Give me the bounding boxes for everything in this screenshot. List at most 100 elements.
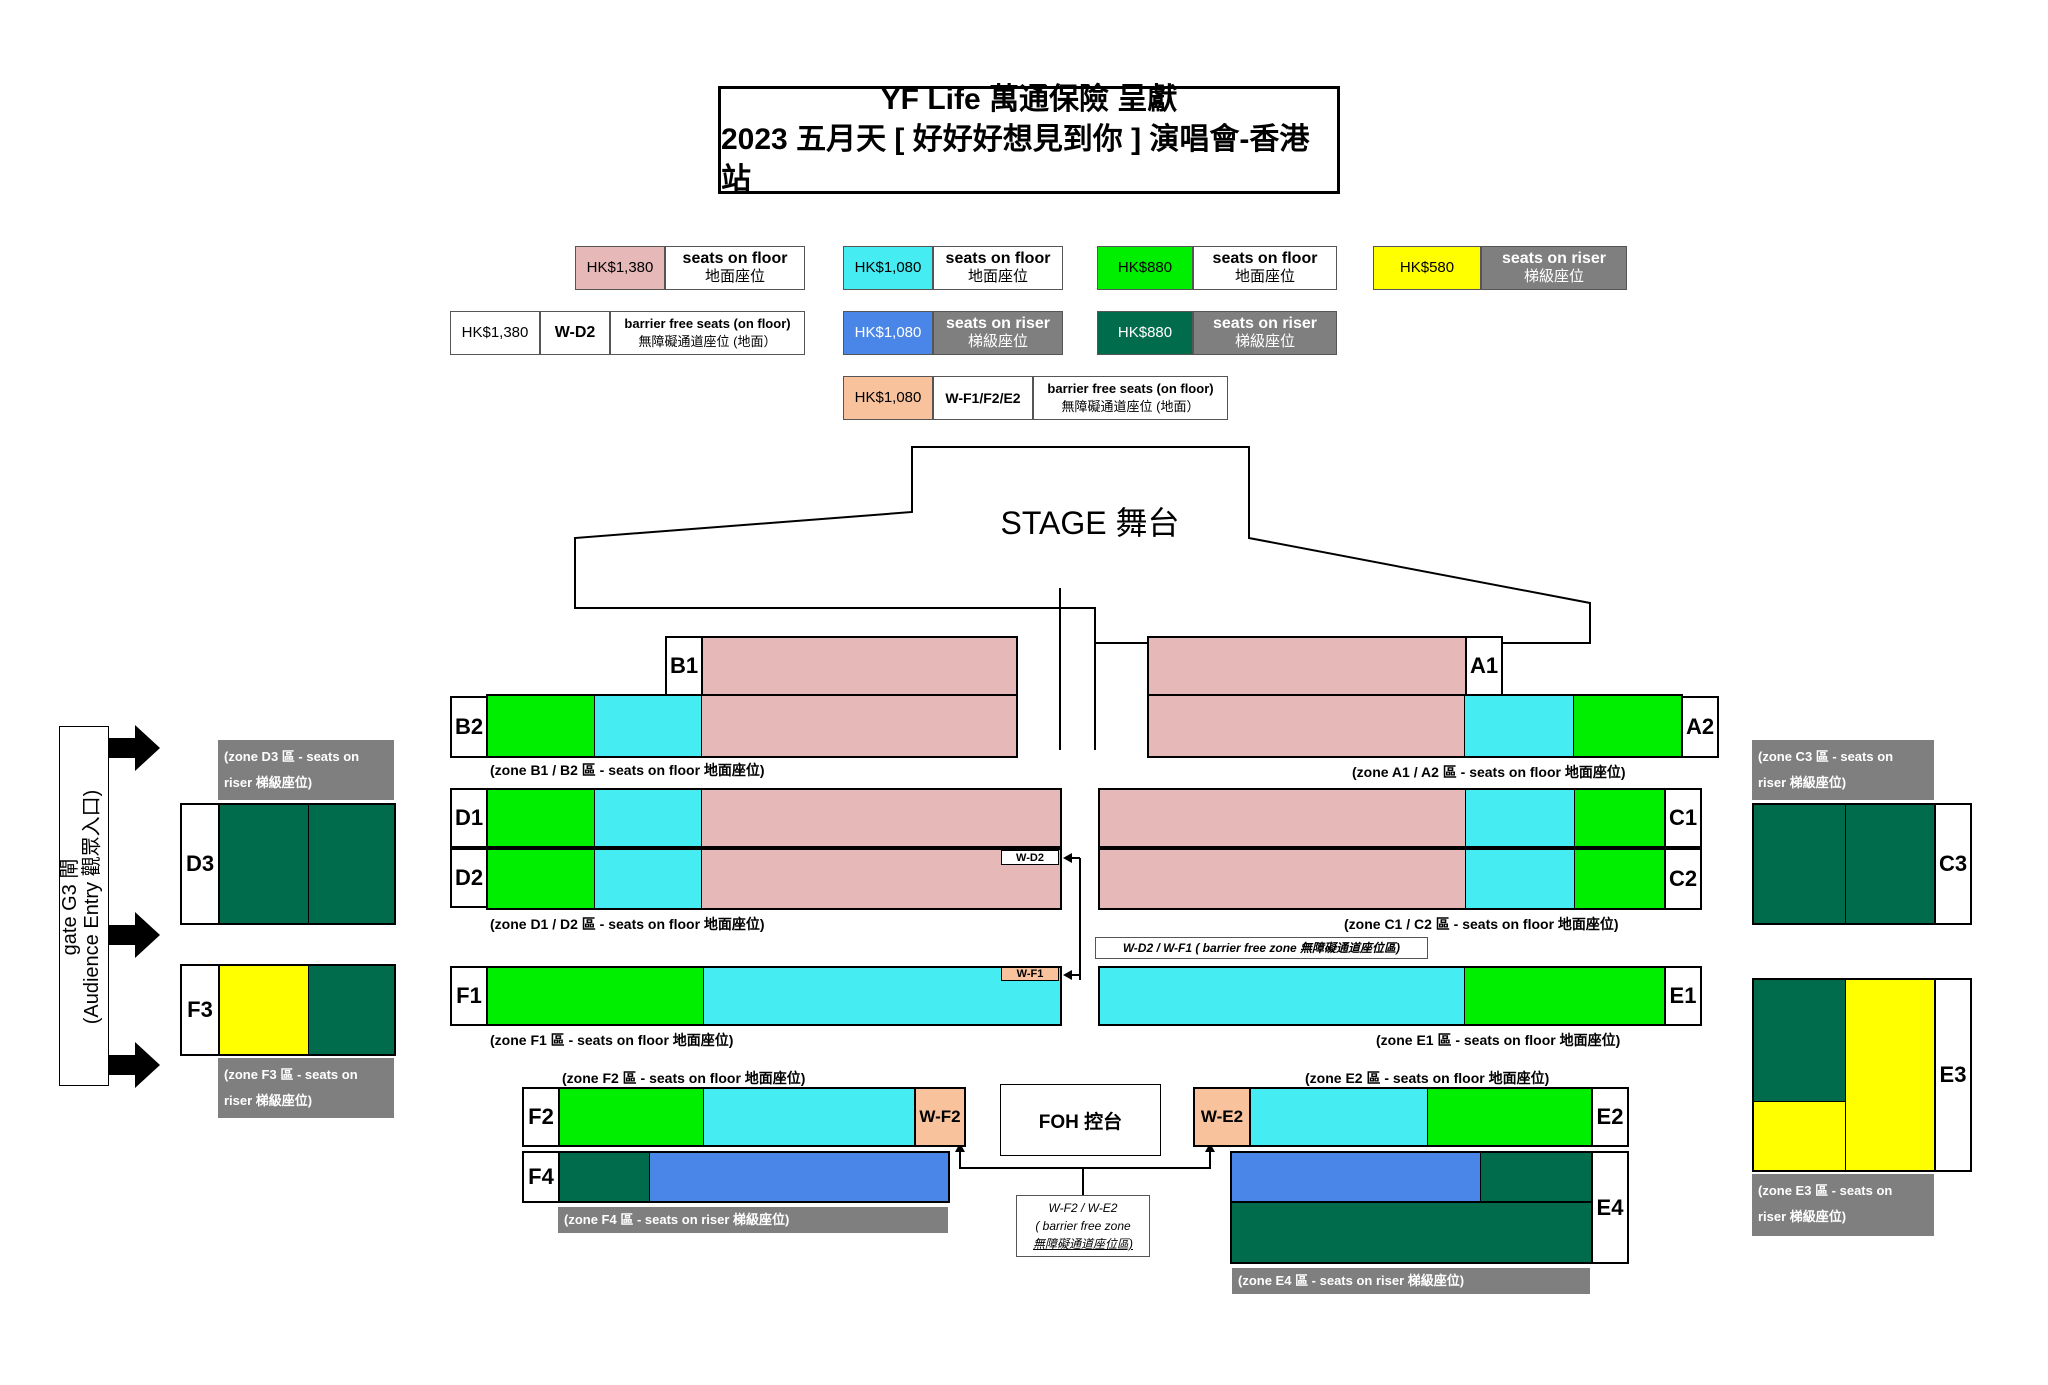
zone-f3-dgreen — [309, 966, 394, 1054]
zone-d2-green — [488, 850, 595, 908]
zone-a1[interactable] — [1147, 636, 1467, 696]
wtag-wd2[interactable]: W-D2 — [1001, 850, 1059, 865]
zone-d3[interactable] — [218, 803, 396, 925]
zone-d1[interactable] — [486, 788, 1062, 848]
zone-f4-dgreen — [560, 1153, 650, 1201]
zone-e4-bottom[interactable] — [1230, 1201, 1593, 1264]
caption-e2: (zone E2 區 - seats on floor 地面座位) — [1305, 1070, 1550, 1086]
legend-yellow-price: HK$580 — [1373, 246, 1481, 290]
zone-label-d2[interactable]: D2 — [450, 848, 488, 908]
zone-label-c2[interactable]: C2 — [1664, 848, 1702, 910]
zone-e3[interactable] — [1752, 978, 1936, 1172]
legend-cyan-price: HK$1,080 — [843, 246, 933, 290]
caption-d: (zone D1 / D2 區 - seats on floor 地面座位) — [490, 916, 765, 932]
zone-label-f2[interactable]: F2 — [522, 1087, 560, 1147]
arrow-head-wf2 — [955, 1143, 965, 1152]
note-wf2-we2: W-F2 / W-E2 ( barrier free zone 無障礙通道座位區… — [1016, 1195, 1150, 1257]
wtag-wf2[interactable]: W-F2 — [914, 1087, 966, 1147]
legend-pink-price: HK$1,380 — [575, 246, 665, 290]
zone-label-b2[interactable]: B2 — [450, 696, 488, 758]
zone-c2[interactable] — [1098, 848, 1666, 910]
caption-c: (zone C1 / C2 區 - seats on floor 地面座位) — [1344, 916, 1619, 932]
zone-f3[interactable] — [218, 964, 396, 1056]
wtag-wf1[interactable]: W-F1 — [1001, 967, 1059, 981]
zone-e3-yellow-large — [1846, 980, 1934, 1170]
caption-e1: (zone E1 區 - seats on floor 地面座位) — [1376, 1032, 1621, 1048]
zone-label-e1[interactable]: E1 — [1664, 966, 1702, 1026]
legend-blue-price: HK$1,080 — [843, 311, 933, 355]
zone-f1[interactable] — [486, 966, 1062, 1026]
zone-c3[interactable] — [1752, 803, 1936, 925]
zone-label-f1[interactable]: F1 — [450, 966, 488, 1026]
zone-f2[interactable] — [558, 1087, 916, 1147]
page-title: YF Life 萬通保險 呈獻 2023 五月天 [ 好好好想見到你 ] 演唱會… — [718, 83, 1340, 196]
arrow-head-wf1 — [1063, 970, 1072, 980]
caption-f4: (zone F4 區 - seats on riser 梯級座位) — [558, 1207, 948, 1233]
zone-label-b1[interactable]: B1 — [665, 636, 703, 696]
entry-arrow-icon — [108, 725, 160, 771]
zone-d1-green — [488, 790, 595, 846]
wtag-we2[interactable]: W-E2 — [1193, 1087, 1251, 1147]
zone-e4-blue — [1232, 1153, 1481, 1201]
zone-f2-cyan — [704, 1089, 914, 1145]
zone-e1[interactable] — [1098, 966, 1666, 1026]
zone-b1[interactable] — [701, 636, 1018, 696]
zone-label-e3[interactable]: E3 — [1934, 978, 1972, 1172]
zone-e3-dgreen — [1754, 980, 1846, 1102]
zone-c1-green — [1575, 790, 1664, 846]
zone-d1-cyan — [595, 790, 702, 846]
zone-e4-top[interactable] — [1230, 1151, 1593, 1203]
legend-wf-desc: barrier free seats (on floor)無障礙通道座位 (地面… — [1033, 376, 1228, 420]
zone-label-c3[interactable]: C3 — [1934, 803, 1972, 925]
zone-label-e2[interactable]: E2 — [1591, 1087, 1629, 1147]
zone-label-f3[interactable]: F3 — [180, 964, 220, 1056]
zone-label-a2[interactable]: A2 — [1681, 696, 1719, 758]
zone-e2-cyan — [1251, 1089, 1428, 1145]
zone-b2-pink — [702, 696, 1016, 756]
zone-c1[interactable] — [1098, 788, 1666, 848]
zone-d1-pink — [702, 790, 1060, 846]
zone-e4-dgreen-top — [1481, 1153, 1591, 1201]
zone-d2-pink — [702, 850, 1060, 908]
zone-f1-cyan — [704, 968, 1060, 1024]
legend-wf-price: HK$1,080 — [843, 376, 933, 420]
zone-f1-green — [488, 968, 704, 1024]
zone-label-c1[interactable]: C1 — [1664, 788, 1702, 848]
zone-c2-green — [1575, 850, 1664, 908]
zone-f4[interactable] — [558, 1151, 950, 1203]
legend-wd2-code: W-D2 — [540, 311, 610, 355]
zone-c3-left — [1754, 805, 1846, 923]
stage-shape-left — [574, 446, 1591, 644]
zone-label-e4[interactable]: E4 — [1591, 1151, 1629, 1264]
gate-box — [59, 726, 109, 1086]
zone-a2-green — [1574, 696, 1681, 756]
arrow-head-we2 — [1205, 1143, 1215, 1152]
zone-b2[interactable] — [486, 694, 1018, 758]
zone-c2-pink — [1100, 850, 1466, 908]
legend-wd2-desc: barrier free seats (on floor)無障礙通道座位 (地面… — [610, 311, 805, 355]
title-line1: YF Life 萬通保險 呈獻 — [880, 83, 1178, 116]
zone-label-a1[interactable]: A1 — [1465, 636, 1503, 696]
entry-arrow-icon — [108, 1042, 160, 1088]
zone-d2-cyan — [595, 850, 702, 908]
entry-arrow-icon — [108, 912, 160, 958]
stage-label: STAGE 舞台 — [1000, 505, 1180, 541]
zone-label-f4[interactable]: F4 — [522, 1151, 560, 1203]
zone-d2[interactable] — [486, 848, 1062, 910]
zone-a2[interactable] — [1147, 694, 1683, 758]
zone-label-d1[interactable]: D1 — [450, 788, 488, 848]
zone-c1-cyan — [1466, 790, 1575, 846]
zone-c3-right — [1846, 805, 1934, 923]
zone-label-d3[interactable]: D3 — [180, 803, 220, 925]
caption-a: (zone A1 / A2 區 - seats on floor 地面座位) — [1352, 764, 1626, 780]
zone-e2[interactable] — [1249, 1087, 1593, 1147]
legend-wd2-price: HK$1,380 — [450, 311, 540, 355]
zone-f2-green — [560, 1089, 704, 1145]
